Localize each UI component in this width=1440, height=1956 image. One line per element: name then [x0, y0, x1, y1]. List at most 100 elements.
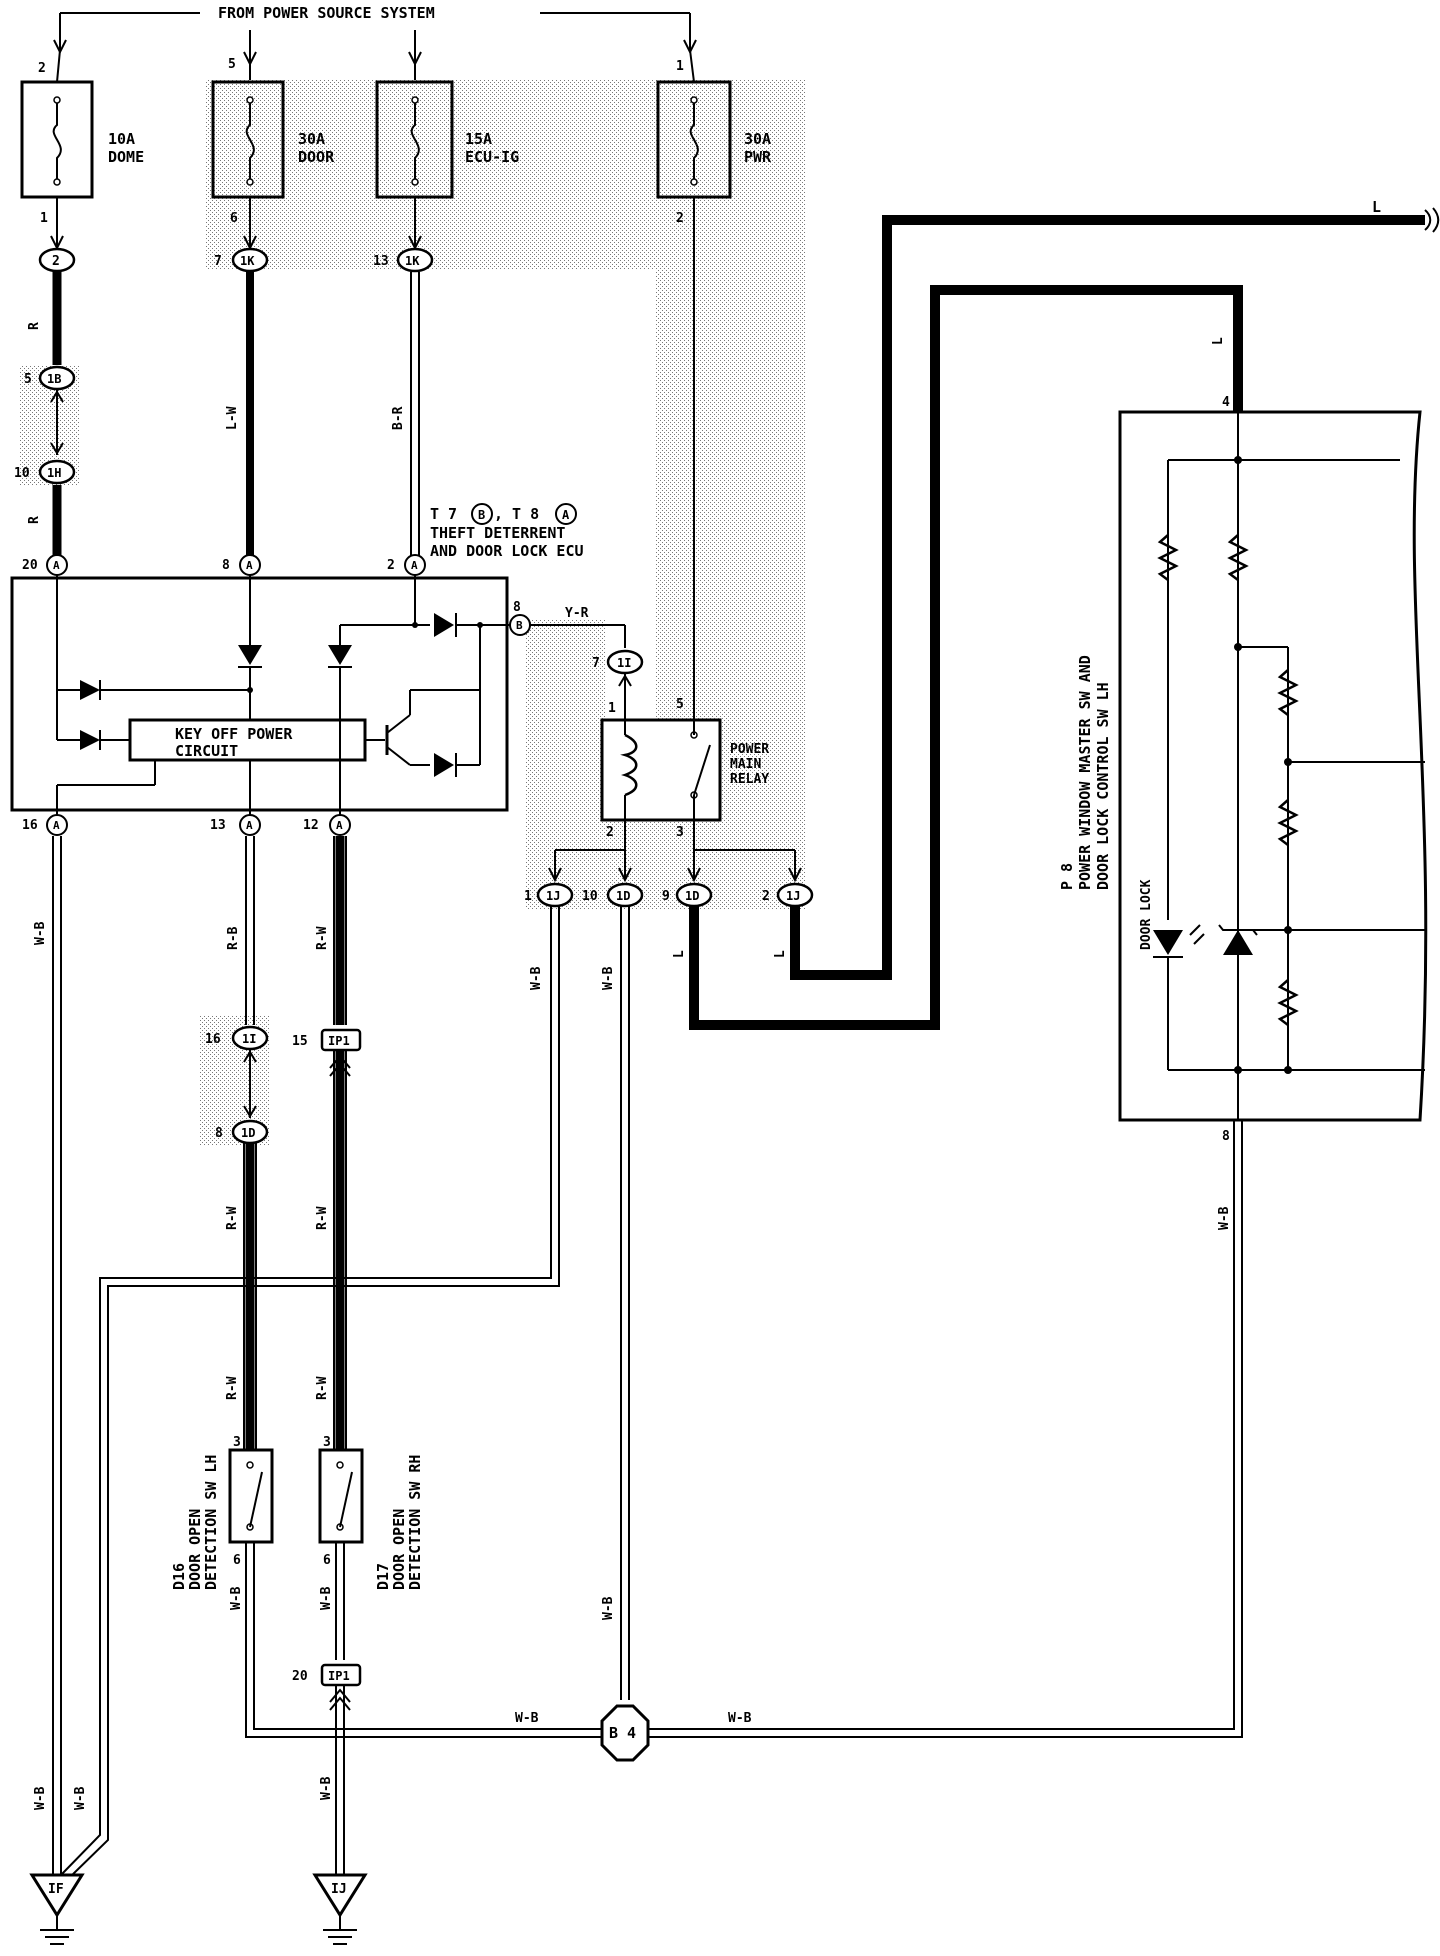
svg-text:1: 1 — [524, 889, 532, 904]
power-main-relay: 1 5 2 3 POWER MAIN RELAY — [600, 197, 769, 840]
fuse-ecu-ig-rating: 15A — [465, 130, 492, 148]
connector-1d-a: 1D 10 — [582, 882, 644, 908]
connector-1h: 1H 10 — [14, 459, 76, 485]
ground-if-label: IF — [48, 1882, 64, 1897]
svg-text:16: 16 — [22, 818, 38, 833]
wire-wb-label-junction-left: W-B — [515, 1711, 539, 1726]
connector-1i-top: 1I 7 — [592, 649, 644, 675]
svg-text:7: 7 — [592, 656, 600, 671]
fuse-dome-name: DOME — [108, 148, 144, 166]
wire-rb-label: R-B — [226, 926, 241, 950]
door-lock-label: DOOR LOCK — [1139, 879, 1154, 950]
svg-text:, T 8: , T 8 — [494, 505, 539, 523]
key-off-power-circuit-line2: CIRCUIT — [175, 742, 238, 760]
fuse-pwr: 1 2 30A PWR — [656, 49, 772, 226]
fuse-dome-rating: 10A — [108, 130, 135, 148]
svg-text:20: 20 — [22, 558, 38, 573]
svg-text:1J: 1J — [786, 889, 800, 903]
svg-text:A: A — [562, 508, 570, 522]
wire-yr: Y-R — [530, 606, 626, 648]
svg-text:3: 3 — [233, 1435, 241, 1450]
svg-text:6: 6 — [233, 1553, 241, 1568]
wire-wb-label-16: W-B — [33, 921, 48, 945]
svg-text:8: 8 — [222, 558, 230, 573]
connector-1j-a: 1J 1 — [524, 882, 574, 908]
door-open-switch-lh: 3 6 D16 DOOR OPEN DETECTION SW LH — [170, 1435, 274, 1590]
svg-text:7: 7 — [214, 254, 222, 269]
wire-l-label-2: L — [773, 950, 788, 958]
switch-rh-line1: DOOR OPEN — [390, 1509, 408, 1590]
connector-ip1-a: IP1 15 — [292, 1028, 362, 1052]
switch-rh-line2: DETECTION SW RH — [406, 1455, 424, 1590]
shaded-area — [20, 80, 805, 1145]
svg-text:A: A — [246, 819, 253, 832]
fuse-dome-pin-top: 2 — [38, 61, 46, 76]
svg-text:3: 3 — [676, 825, 684, 840]
wire-r-label-1: R — [27, 322, 42, 330]
key-off-power-circuit-line1: KEY OFF POWER — [175, 725, 293, 743]
svg-text:9: 9 — [662, 889, 670, 904]
junction-b4: B 4 — [600, 1704, 650, 1762]
svg-text:1I: 1I — [617, 656, 631, 670]
power-window-master-switch: 4 8 DOOR LOCK P 8 POWER WINDOW MASTER SW… — [1058, 395, 1428, 1144]
svg-text:5: 5 — [24, 372, 32, 387]
svg-text:A: A — [246, 559, 253, 572]
wire-rb: R-B — [226, 836, 257, 1118]
ecu-box: A 20 A 8 A 2 B 8 A 16 A 13 A 12 KEY OFF … — [10, 554, 531, 836]
svg-text:T 7: T 7 — [430, 505, 457, 523]
switch-lh-line1: DOOR OPEN — [186, 1509, 204, 1590]
fuse-ecu-ig: 15A ECU-IG — [375, 80, 519, 199]
master-switch-line1: POWER WINDOW MASTER SW AND — [1076, 655, 1094, 890]
wire-rw-lh: R-W R-W — [225, 1143, 257, 1450]
svg-text:1K: 1K — [240, 254, 255, 268]
svg-text:8: 8 — [513, 600, 521, 615]
wire-l-thick: L L L L — [672, 198, 1440, 1030]
svg-text:2: 2 — [387, 558, 395, 573]
wire-wb-label-16b: W-B — [33, 1786, 48, 1810]
connector-1b: 1B 5 — [24, 365, 76, 391]
svg-text:10: 10 — [582, 889, 598, 904]
wire-rw-label-ecu: R-W — [315, 926, 330, 950]
connector-1k-b: 1K 13 — [373, 247, 434, 273]
ground-ij: IJ — [312, 1873, 368, 1945]
power-source-header: FROM POWER SOURCE SYSTEM — [53, 4, 697, 80]
svg-text:MAIN: MAIN — [730, 757, 761, 772]
wire-yr-label: Y-R — [565, 606, 589, 621]
svg-text:12: 12 — [303, 818, 319, 833]
connector-1k-a: 1K 7 — [214, 247, 269, 273]
wire-rw-label-rh1: R-W — [315, 1206, 330, 1230]
connector-1i-mid: 1I 16 — [205, 1025, 269, 1051]
svg-text:10: 10 — [14, 466, 30, 481]
door-open-switch-rh: 3 6 D17 DOOR OPEN DETECTION SW RH — [318, 1435, 424, 1590]
wire-l-label-1: L — [672, 950, 687, 958]
fuse-pwr-name: PWR — [744, 148, 772, 166]
connector-1d-b: 1D 9 — [662, 882, 713, 908]
fuse-door-name: DOOR — [298, 148, 335, 166]
wire-wb-1d: W-B W-B — [601, 906, 630, 1700]
master-switch-code: P 8 — [1058, 863, 1076, 890]
wire-rw-label-rh2: R-W — [315, 1376, 330, 1400]
wire-wb-label-rh: W-B — [319, 1586, 334, 1610]
svg-text:RELAY: RELAY — [730, 772, 769, 787]
fuse-pwr-pin-top: 1 — [676, 59, 684, 74]
wire-l-label-top: L — [1372, 198, 1381, 216]
svg-text:1D: 1D — [241, 1126, 255, 1140]
svg-text:8: 8 — [215, 1126, 223, 1141]
wire-wb-label-junction-right: W-B — [728, 1711, 752, 1726]
wire-rw-label-lh1: R-W — [225, 1206, 240, 1230]
connector-2: 2 — [38, 247, 76, 273]
svg-text:THEFT DETERRENT: THEFT DETERRENT — [430, 524, 565, 542]
svg-text:4: 4 — [1222, 395, 1230, 410]
fuse-ecu-ig-name: ECU-IG — [465, 148, 519, 166]
wire-br: B-R — [391, 197, 422, 556]
svg-text:1D: 1D — [685, 889, 699, 903]
svg-text:A: A — [53, 819, 60, 832]
fuse-door: 5 6 30A DOOR — [211, 57, 335, 226]
svg-text:A: A — [336, 819, 343, 832]
power-source-title: FROM POWER SOURCE SYSTEM — [218, 4, 435, 22]
svg-text:13: 13 — [373, 254, 389, 269]
fuse-pwr-rating: 30A — [744, 130, 771, 148]
svg-text:1K: 1K — [405, 254, 420, 268]
wire-wb-1j: W-B W-B — [60, 906, 560, 1879]
svg-text:5: 5 — [676, 697, 684, 712]
